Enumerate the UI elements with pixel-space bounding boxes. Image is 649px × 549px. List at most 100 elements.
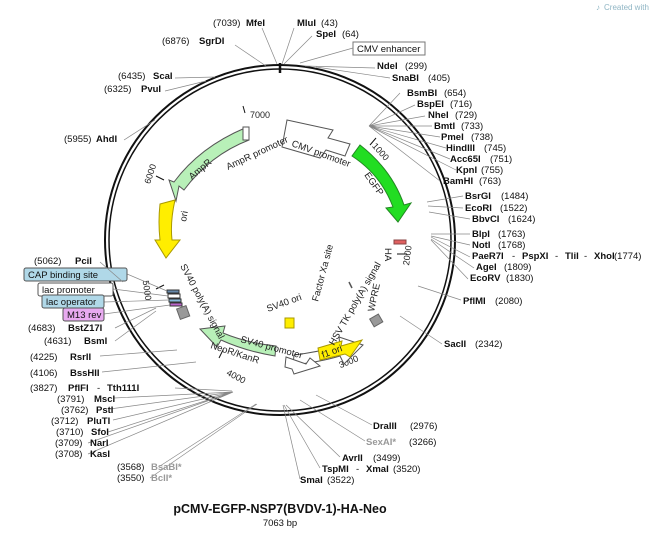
- enzyme-pos-ecorv: (1830): [506, 273, 533, 284]
- cmv-enhancer-box[interactable]: [352, 41, 426, 56]
- enzyme-group-paer7i[interactable]: PaeR7I - PspXI - TliI - XhoI (1774): [472, 251, 641, 262]
- enzyme-pcii[interactable]: PciI: [75, 256, 92, 267]
- leader-line: [112, 288, 169, 297]
- enzyme-pmei[interactable]: PmeI: [441, 132, 464, 143]
- enzyme-bsmbi[interactable]: BsmBI: [407, 88, 437, 99]
- cap-binding-site-box[interactable]: [23, 267, 128, 282]
- leader-line: [299, 47, 354, 64]
- enzyme-xhoi[interactable]: XhoI: [594, 251, 615, 262]
- tick-4000: 4000: [225, 367, 247, 385]
- enzyme-pos-tspmi: (3520): [393, 464, 420, 475]
- enzyme-avrii[interactable]: AvrII: [342, 453, 363, 464]
- enzyme-sgrdi[interactable]: SgrDI: [199, 36, 224, 47]
- enzyme-pos-hindiii: (745): [484, 143, 506, 154]
- enzyme-pluti[interactable]: PluTI: [87, 416, 110, 427]
- enzyme-agei[interactable]: AgeI: [476, 262, 497, 273]
- enzyme-sacii[interactable]: SacII: [444, 339, 466, 350]
- f1-ori-arrow[interactable]: [317, 339, 364, 361]
- enzyme-bstz17i[interactable]: BstZ17I: [68, 323, 102, 334]
- snapgene-brand[interactable]: ♪ Created with SnapGene®: [596, 3, 649, 12]
- enzyme-tspmi[interactable]: TspMI: [322, 464, 349, 475]
- enzyme-bsrgi[interactable]: BsrGI: [465, 191, 491, 202]
- leader-line: [114, 307, 157, 329]
- cmv-promoter-arrow[interactable]: [281, 119, 351, 159]
- label-sv40-ori: SV40 ori: [265, 292, 303, 315]
- enzyme-spei[interactable]: SpeI: [316, 29, 336, 40]
- enzyme-mfei[interactable]: MfeI: [246, 18, 265, 29]
- m13-rev-box[interactable]: [62, 307, 105, 322]
- enzyme-ahdi[interactable]: AhdI: [96, 134, 117, 145]
- leader-line: [283, 404, 321, 469]
- enzyme-msci[interactable]: MscI: [94, 394, 115, 405]
- enzyme-ndei[interactable]: NdeI: [377, 61, 398, 72]
- enzyme-bsabi[interactable]: BsaBI*: [151, 462, 182, 473]
- enzyme-pflmi[interactable]: PflMI: [463, 296, 486, 307]
- enzyme-tlii[interactable]: TliI: [565, 251, 579, 262]
- enzyme-bsshii[interactable]: BssHII: [70, 368, 100, 379]
- enzyme-kasi[interactable]: KasI: [90, 449, 110, 460]
- enzyme-draiii[interactable]: DraIII: [373, 421, 397, 432]
- enzyme-kpni[interactable]: KpnI: [456, 165, 477, 176]
- enzyme-pos-sexai: (3266): [409, 437, 436, 448]
- ori-arrow[interactable]: [154, 199, 182, 259]
- leader-bundle: [430, 233, 475, 280]
- enzyme-separator: -: [97, 383, 100, 394]
- enzyme-hindiii[interactable]: HindIII: [446, 143, 475, 154]
- enzyme-tth111i[interactable]: Tth111I: [107, 383, 139, 394]
- enzyme-pvui[interactable]: PvuI: [141, 84, 161, 95]
- enzyme-pos-bcli: (3550): [117, 473, 144, 484]
- enzyme-pos-avrii: (3499): [373, 453, 400, 464]
- ha-tag-box[interactable]: [393, 239, 407, 245]
- leader-line: [114, 310, 157, 342]
- egfp-arrow[interactable]: [351, 144, 413, 223]
- enzyme-scai[interactable]: ScaI: [153, 71, 173, 82]
- enzyme-noti[interactable]: NotI: [472, 240, 490, 251]
- enzyme-bsmi[interactable]: BsmI: [84, 336, 107, 347]
- enzyme-acc65i[interactable]: Acc65I: [450, 154, 481, 165]
- neor-kanr-arrow[interactable]: [198, 325, 277, 357]
- ampr-promoter-box[interactable]: [242, 126, 250, 141]
- enzyme-smai[interactable]: SmaI: [300, 475, 323, 486]
- enzyme-bamhi[interactable]: BamHI: [443, 176, 473, 187]
- enzyme-pos-blpi: (1763): [498, 229, 525, 240]
- sv40-promoter-arrow[interactable]: [284, 356, 322, 375]
- leader-line: [174, 76, 216, 79]
- ampr-arrow[interactable]: [168, 127, 250, 203]
- enzyme-rsrii[interactable]: RsrII: [70, 352, 91, 363]
- leader-line: [283, 35, 313, 65]
- lac-promoter-mark: [167, 293, 181, 299]
- enzyme-sfoi[interactable]: SfoI: [91, 427, 109, 438]
- enzyme-pos-nhei: (729): [455, 110, 477, 121]
- sv40-polya-box[interactable]: [175, 304, 191, 320]
- enzyme-ecorv[interactable]: EcoRV: [470, 273, 501, 284]
- sv40-ori-box[interactable]: [284, 317, 295, 329]
- leader-line: [123, 119, 156, 141]
- enzyme-blpi[interactable]: BlpI: [472, 229, 490, 240]
- leader-line: [174, 387, 233, 392]
- enzyme-bbvci[interactable]: BbvCI: [472, 214, 499, 225]
- enzyme-snabi[interactable]: SnaBI: [392, 73, 419, 84]
- enzyme-pspxi[interactable]: PspXI: [522, 251, 548, 262]
- wpre-box[interactable]: [368, 313, 384, 328]
- leader-line: [99, 261, 124, 283]
- snapgene-logo-icon: ♪: [596, 3, 600, 12]
- enzyme-nhei[interactable]: NheI: [428, 110, 449, 121]
- enzyme-pos-ahdi: (5955): [64, 134, 91, 145]
- enzyme-mlui[interactable]: MluI: [297, 18, 316, 29]
- tick-mark: [218, 349, 224, 359]
- enzyme-bmti[interactable]: BmtI: [434, 121, 455, 132]
- enzyme-paer7i[interactable]: PaeR7I: [472, 251, 504, 262]
- enzyme-pflfi[interactable]: PflFI: [68, 383, 89, 394]
- enzyme-pos-spei: (64): [342, 29, 359, 40]
- enzyme-ecori[interactable]: EcoRI: [465, 203, 492, 214]
- enzyme-nari[interactable]: NarI: [90, 438, 108, 449]
- enzyme-sexai[interactable]: SexAI*: [366, 437, 396, 448]
- leader-line: [426, 195, 464, 203]
- enzyme-bspei[interactable]: BspEI: [417, 99, 444, 110]
- enzyme-bcli[interactable]: BclI*: [151, 473, 172, 484]
- label-cap-binding: CAP binding site: [28, 270, 98, 281]
- enzyme-xmai[interactable]: XmaI: [366, 464, 389, 475]
- enzyme-pos-psti: (3762): [61, 405, 88, 416]
- enzyme-psti[interactable]: PstI: [96, 405, 113, 416]
